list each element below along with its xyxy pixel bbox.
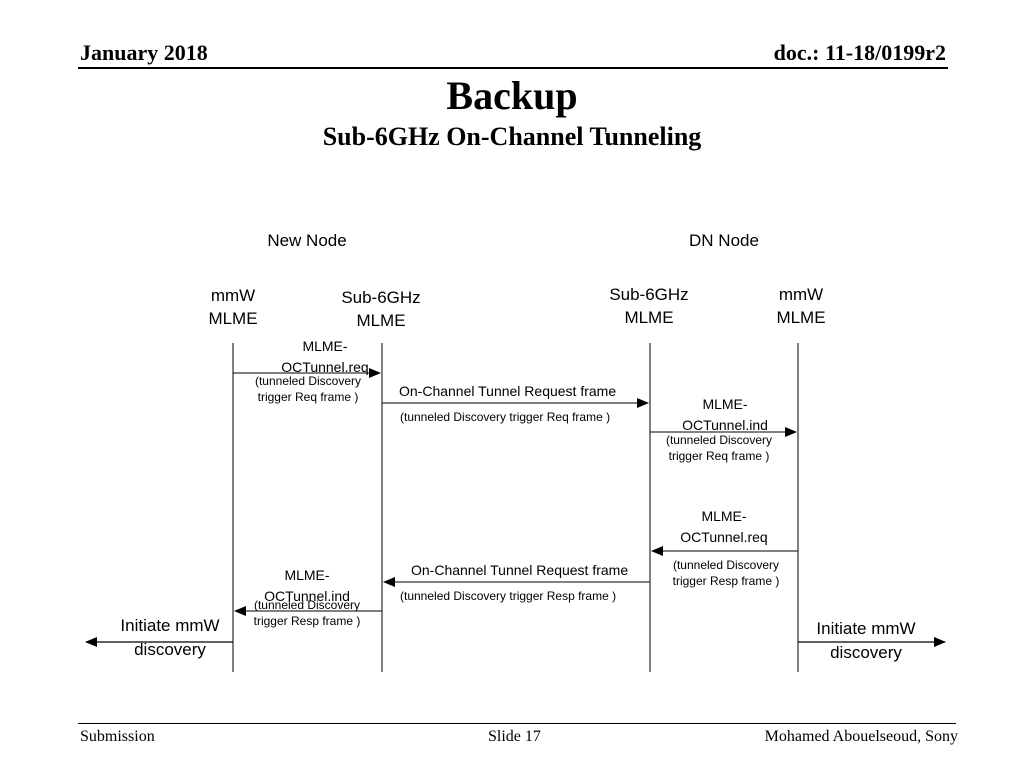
header-doc-number: doc.: 11-18/0199r2 <box>773 40 946 65</box>
slide-subtitle: Sub-6GHz On-Channel Tunneling <box>322 122 702 151</box>
slide-title: Backup <box>446 73 578 118</box>
m4-primitive: MLME- OCTunnel.req <box>659 506 789 548</box>
m3-primitive-2: OCTunnel.ind <box>682 417 768 433</box>
m6-note: (tunneled Discovery trigger Resp frame ) <box>237 597 377 629</box>
footer-submission: Submission <box>80 728 155 745</box>
header-rule <box>78 67 948 69</box>
m4-note-1: (tunneled Discovery <box>672 558 780 572</box>
m1-primitive-2: OCTunnel.req <box>281 359 369 375</box>
m1-note-1: (tunneled Discovery <box>254 374 362 388</box>
lifeline-dn-mmw-label-1: mmW <box>778 285 824 304</box>
m4-primitive-1: MLME- <box>701 508 747 524</box>
footer-slide-number: Slide 17 <box>488 728 541 745</box>
m4-note: (tunneled Discovery trigger Resp frame ) <box>656 557 796 589</box>
initiate-right-label: Initiate mmW discovery <box>796 617 936 665</box>
lifeline-dn-sub6-label-2: MLME <box>624 308 674 327</box>
m2-note: (tunneled Discovery trigger Req frame ) <box>400 410 611 424</box>
m1-primitive-1: MLME- <box>302 338 348 354</box>
m4-primitive-2: OCTunnel.req <box>680 529 768 545</box>
lifeline-dn-mmw-label: mmW MLME <box>741 283 861 329</box>
m6-note-1: (tunneled Discovery <box>253 598 361 612</box>
initiate-left-label-2: discovery <box>134 640 206 659</box>
lifeline-new-mmw-label-1: mmW <box>210 286 256 305</box>
initiate-left-label-1: Initiate mmW <box>120 616 220 635</box>
m3-primitive-1: MLME- <box>702 396 748 412</box>
m5-frame-label: On-Channel Tunnel Request frame <box>411 562 629 578</box>
m5-note: (tunneled Discovery trigger Resp frame ) <box>400 589 617 603</box>
m6-note-2: trigger Resp frame ) <box>253 614 361 628</box>
lifeline-new-mmw-label: mmW MLME <box>173 284 293 330</box>
header-date: January 2018 <box>80 40 208 65</box>
lifeline-new-sub6-label: Sub-6GHz MLME <box>321 286 441 332</box>
m6-primitive-1: MLME- <box>284 567 330 583</box>
lifeline-dn-sub6-label-1: Sub-6GHz <box>609 285 689 304</box>
lifeline-dn-mmw-label-2: MLME <box>776 308 826 327</box>
initiate-left-label: Initiate mmW discovery <box>100 614 240 662</box>
lifeline-dn-sub6-label: Sub-6GHz MLME <box>589 283 709 329</box>
footer-author: Mohamed Abouelseoud, Sony <box>764 728 958 745</box>
m1-primitive: MLME- OCTunnel.req <box>260 336 390 378</box>
initiate-right-label-2: discovery <box>830 643 902 662</box>
m2-frame-label: On-Channel Tunnel Request frame <box>399 383 617 399</box>
initiate-right-label-1: Initiate mmW <box>816 619 916 638</box>
m4-note-2: trigger Resp frame ) <box>672 574 780 588</box>
m6-primitive: MLME- OCTunnel.ind <box>242 565 372 607</box>
m3-note: (tunneled Discovery trigger Req frame ) <box>649 432 789 464</box>
m3-primitive: MLME- OCTunnel.ind <box>660 394 790 436</box>
lifeline-new-sub6-label-2: MLME <box>356 311 406 330</box>
lifeline-new-sub6-label-1: Sub-6GHz <box>341 288 421 307</box>
footer-rule <box>78 723 956 724</box>
m1-note-2: trigger Req frame ) <box>257 390 359 404</box>
m1-note: (tunneled Discovery trigger Req frame ) <box>238 373 378 405</box>
lifeline-new-mmw-label-2: MLME <box>208 309 258 328</box>
dn-node-label: DN Node <box>689 231 759 250</box>
new-node-label: New Node <box>267 231 347 250</box>
m3-note-2: trigger Req frame ) <box>668 449 770 463</box>
m3-note-1: (tunneled Discovery <box>665 433 773 447</box>
m6-primitive-2: OCTunnel.ind <box>264 588 350 604</box>
